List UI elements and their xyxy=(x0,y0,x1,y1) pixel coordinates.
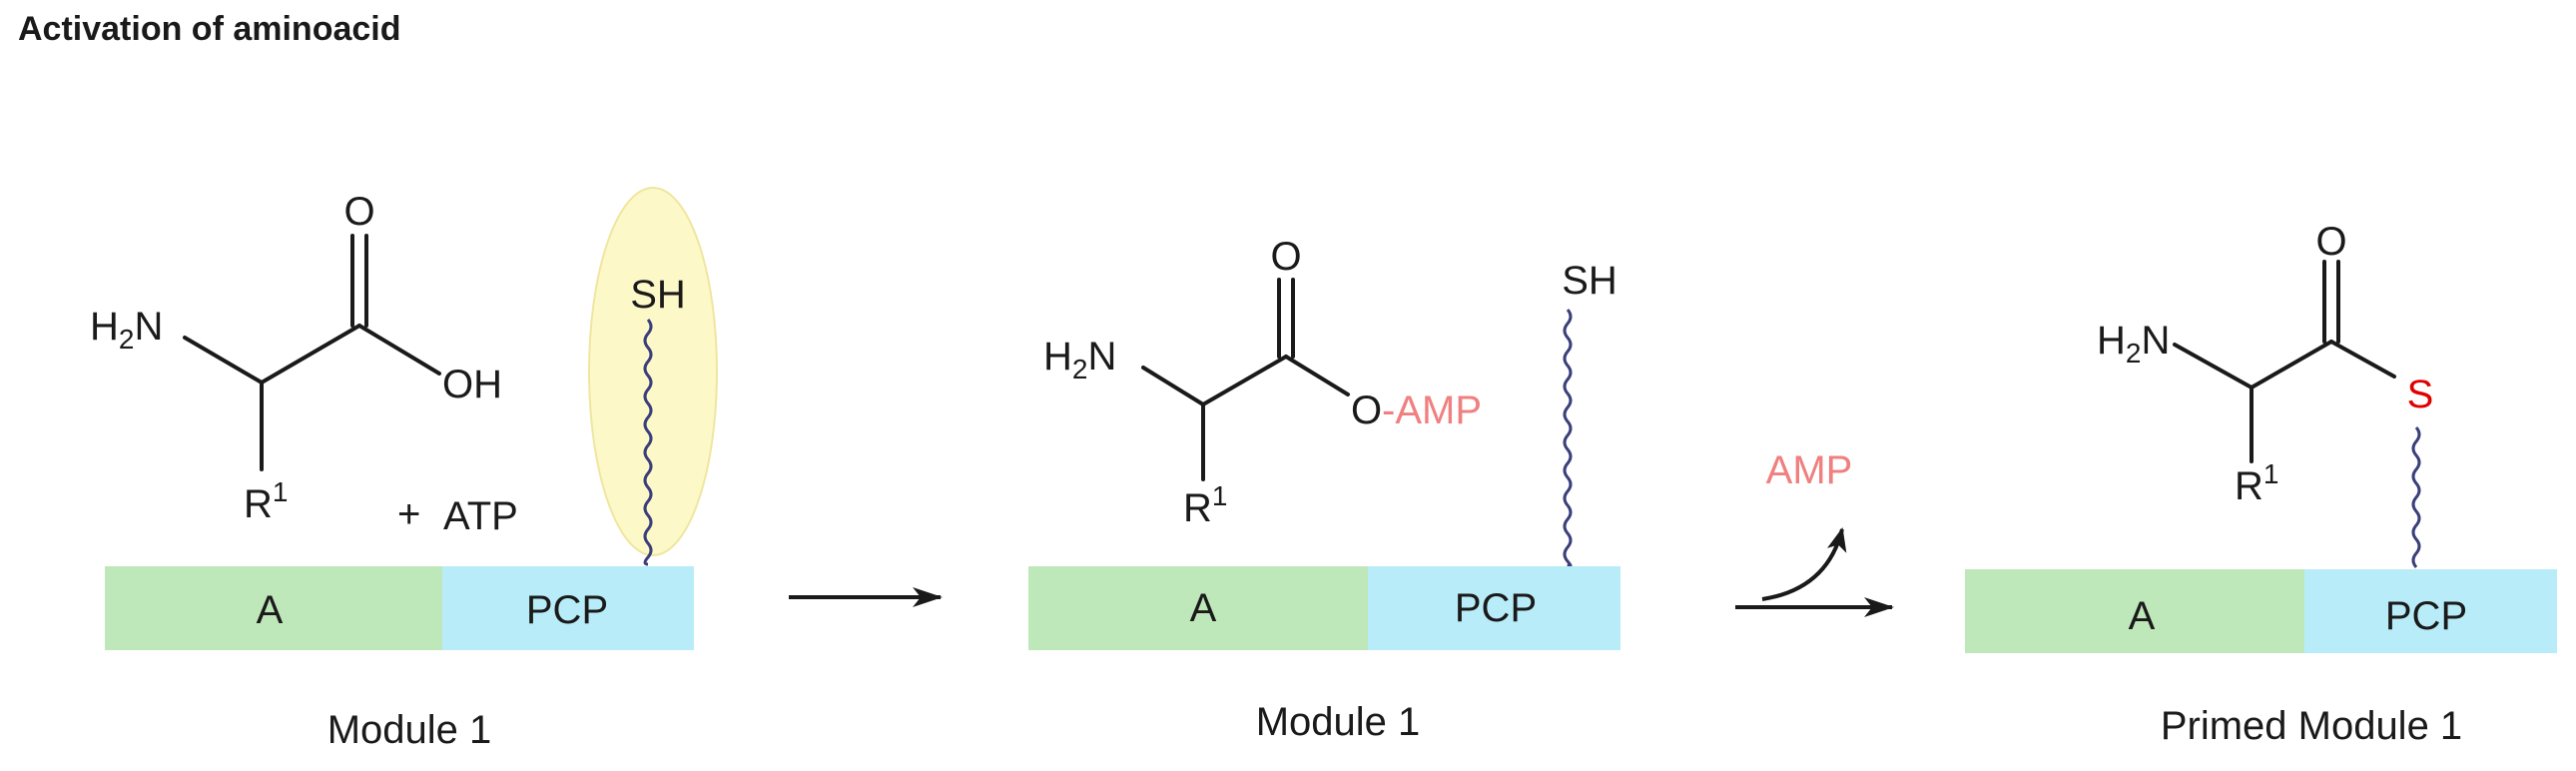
amino-acid-structure-1 xyxy=(183,234,441,471)
pcp-domain-label: PCP xyxy=(1455,586,1537,630)
a-domain xyxy=(1965,569,2304,653)
phosphopantetheine-arm xyxy=(1563,309,1573,567)
phosphopantetheine-arm xyxy=(643,319,653,566)
aminoacyl-amp-structure xyxy=(1141,278,1350,481)
hydroxyl-label: OH xyxy=(442,363,502,406)
amine-label: H2N xyxy=(1043,335,1116,385)
a-domain-label: A xyxy=(2129,594,2156,638)
sulfur-label: S xyxy=(2407,373,2434,416)
a-domain-label: A xyxy=(1190,586,1217,630)
carbonyl-oxygen-label: O xyxy=(2315,220,2346,264)
pcp-domain xyxy=(1368,566,1620,650)
amp-release-arrow xyxy=(1735,527,1894,617)
panel-2: O H2N O -AMP R1 SH A PCP Module 1 xyxy=(1028,235,1620,744)
carbonyl-oxygen-label: O xyxy=(343,190,374,234)
module-caption: Module 1 xyxy=(1256,700,1421,744)
thiol-label: SH xyxy=(630,273,686,317)
r-group-label: R1 xyxy=(244,476,288,526)
sh-highlight-ellipse xyxy=(588,187,718,556)
a-domain-label: A xyxy=(257,588,284,632)
r-group-label: R1 xyxy=(2235,458,2278,508)
released-amp-label: AMP xyxy=(1766,448,1853,492)
module-caption: Module 1 xyxy=(327,708,492,752)
figure-title: Activation of aminoacid xyxy=(18,10,401,48)
phosphopantetheine-arm xyxy=(2411,426,2421,568)
atp-label: ATP xyxy=(443,494,518,538)
amine-label: H2N xyxy=(2097,319,2170,369)
plus-sign: + xyxy=(397,492,420,536)
a-domain xyxy=(105,566,442,650)
pcp-domain xyxy=(2304,569,2557,653)
pcp-domain xyxy=(442,566,694,650)
thiol-label: SH xyxy=(1562,259,1617,303)
module-caption: Primed Module 1 xyxy=(2161,704,2462,748)
pcp-domain-label: PCP xyxy=(526,588,608,632)
a-domain xyxy=(1028,566,1368,650)
r-group-label: R1 xyxy=(1183,480,1227,530)
panel-3: O H2N S R1 A PCP Primed Module 1 xyxy=(1965,220,2557,748)
amine-label: H2N xyxy=(90,305,163,355)
panel-1: O H2N OH R1 + ATP SH A PCP Module 1 xyxy=(90,187,718,752)
ester-oxygen-label: O xyxy=(1351,388,1382,432)
amp-group-label: -AMP xyxy=(1382,388,1482,432)
carbonyl-oxygen-label: O xyxy=(1270,235,1301,279)
aminoacyl-thioester-structure xyxy=(2173,260,2396,463)
pcp-domain-label: PCP xyxy=(2385,594,2467,638)
